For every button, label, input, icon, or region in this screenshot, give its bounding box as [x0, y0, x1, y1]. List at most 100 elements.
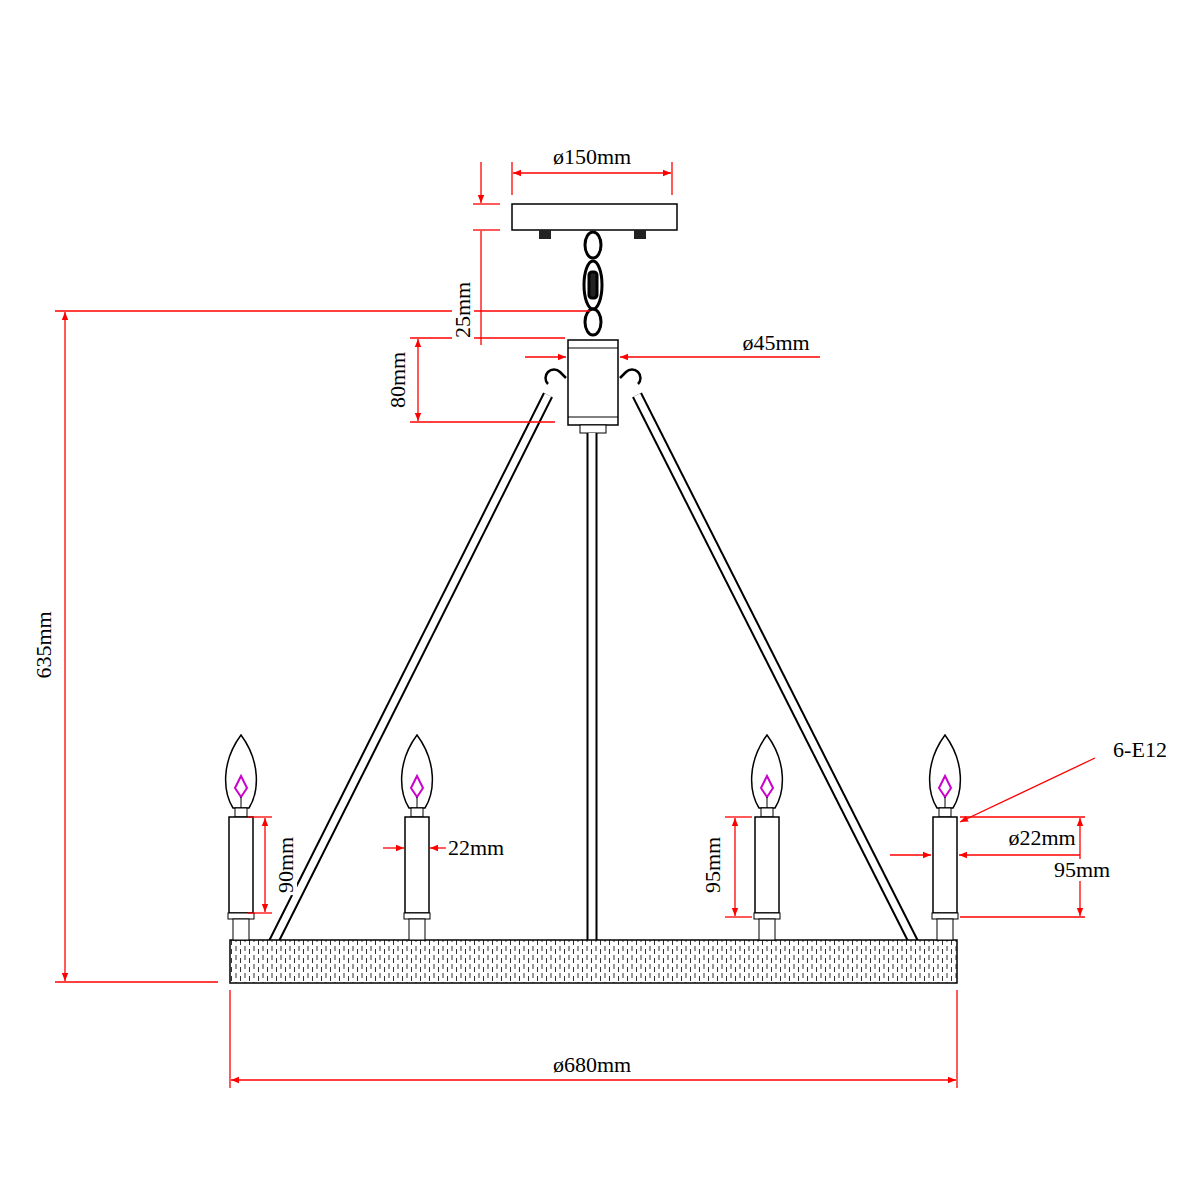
- candle-socket: [235, 776, 247, 797]
- dimension-lines: [671, 162, 672, 195]
- support-arms: [637, 395, 915, 945]
- dimension-lines: [525, 356, 566, 357]
- width-dimension: 22mm: [446, 837, 506, 859]
- length-dimension: 95mm: [702, 835, 724, 895]
- length-dimension: 80mm: [387, 350, 409, 410]
- length-dimension: 635mm: [33, 609, 55, 680]
- dimension-lines: [417, 339, 418, 421]
- candle-socket: [411, 776, 423, 797]
- support-arms: [587, 433, 598, 940]
- center-hub: [568, 340, 618, 425]
- center-hub: [568, 417, 618, 418]
- diameter-dimension: ø22mm: [1006, 827, 1077, 849]
- diameter-dimension: ø45mm: [740, 332, 811, 354]
- dimension-lines: [960, 816, 1085, 817]
- center-hub: [568, 340, 618, 433]
- ring-frame: [230, 940, 957, 983]
- candle-socket: [405, 817, 429, 913]
- dimension-lines: [55, 310, 590, 311]
- candle-socket: [409, 919, 425, 940]
- candle-socket: [761, 776, 773, 797]
- chain: [584, 232, 602, 335]
- candle-socket: [404, 913, 430, 919]
- dimension-lines: [480, 231, 481, 345]
- candle-socket: [411, 808, 423, 817]
- candle-socket: [226, 735, 961, 940]
- candle-socket: [226, 735, 257, 940]
- dimension-lines: [890, 854, 931, 855]
- support-arms: [589, 433, 596, 940]
- dimension-lines: [64, 312, 65, 981]
- dimension-lines: [960, 916, 1085, 917]
- candle-socket: [930, 735, 961, 808]
- center-hub: [568, 348, 618, 349]
- candle-socket: [417, 797, 418, 808]
- dimension-lines: [264, 818, 265, 912]
- candle-socket: [241, 797, 242, 808]
- candle-socket: [402, 735, 433, 808]
- ceiling-canopy: [634, 230, 646, 239]
- chain: [585, 232, 601, 258]
- dimension-lines: [231, 1079, 956, 1080]
- dimension-lines: [725, 816, 752, 817]
- hook: [546, 370, 566, 384]
- hook: [260, 370, 926, 975]
- candle-socket: [939, 776, 951, 797]
- dimension-lines: [511, 162, 512, 195]
- dimension-lines: [513, 172, 671, 173]
- length-dimension: 25mm: [452, 280, 474, 340]
- candle-socket: [754, 913, 780, 919]
- dimension-lines: [248, 912, 272, 913]
- dimension-lines: [959, 854, 1080, 855]
- candle-socket: [761, 808, 773, 817]
- support-arms: [637, 395, 915, 945]
- socket-callout: 6-E12: [1111, 739, 1169, 761]
- support-arms: [272, 395, 548, 945]
- candle-socket: [932, 913, 958, 919]
- dimension-lines: [55, 162, 1095, 1088]
- candle-socket: [226, 735, 257, 808]
- candle-socket: [752, 735, 783, 808]
- chain: [589, 272, 597, 298]
- dimension-lines: [473, 203, 500, 204]
- candle-socket: [945, 797, 946, 808]
- support-arms: [272, 395, 915, 945]
- chain: [585, 309, 601, 335]
- ceiling-canopy: [539, 230, 551, 239]
- candle-socket: [752, 735, 783, 940]
- dimension-lines: [725, 916, 752, 917]
- candle-socket: [939, 808, 951, 817]
- candle-socket: [402, 735, 433, 940]
- dimension-lines: [956, 990, 957, 1088]
- length-dimension: 90mm: [275, 835, 297, 895]
- dimension-lines: [960, 758, 1095, 822]
- candle-socket: [229, 817, 253, 913]
- dimension-lines: [480, 162, 481, 203]
- dimension-lines: [734, 818, 735, 916]
- dimension-lines: [55, 981, 218, 982]
- dimension-lines: [383, 847, 404, 848]
- candle-socket: [933, 817, 957, 913]
- dimension-lines: [410, 421, 555, 422]
- candle-socket: [759, 919, 775, 940]
- chain: [584, 261, 602, 309]
- dimension-lines: [410, 337, 565, 338]
- candle-socket: [930, 735, 961, 940]
- candle-socket: [235, 808, 247, 817]
- diameter-dimension: ø150mm: [551, 146, 633, 168]
- candle-socket: [755, 817, 779, 913]
- candle-socket: [228, 913, 254, 919]
- dimension-lines: [620, 356, 820, 357]
- dimension-lines: [248, 816, 272, 817]
- dimension-lines: [473, 229, 500, 230]
- support-arms: [272, 395, 548, 945]
- dimension-lines: [229, 990, 230, 1088]
- candle-socket: [233, 919, 249, 940]
- ceiling-canopy: [512, 204, 677, 230]
- diameter-dimension: ø680mm: [551, 1054, 633, 1076]
- candle-socket: [767, 797, 768, 808]
- hook: [620, 370, 640, 384]
- length-dimension: 95mm: [1052, 859, 1112, 881]
